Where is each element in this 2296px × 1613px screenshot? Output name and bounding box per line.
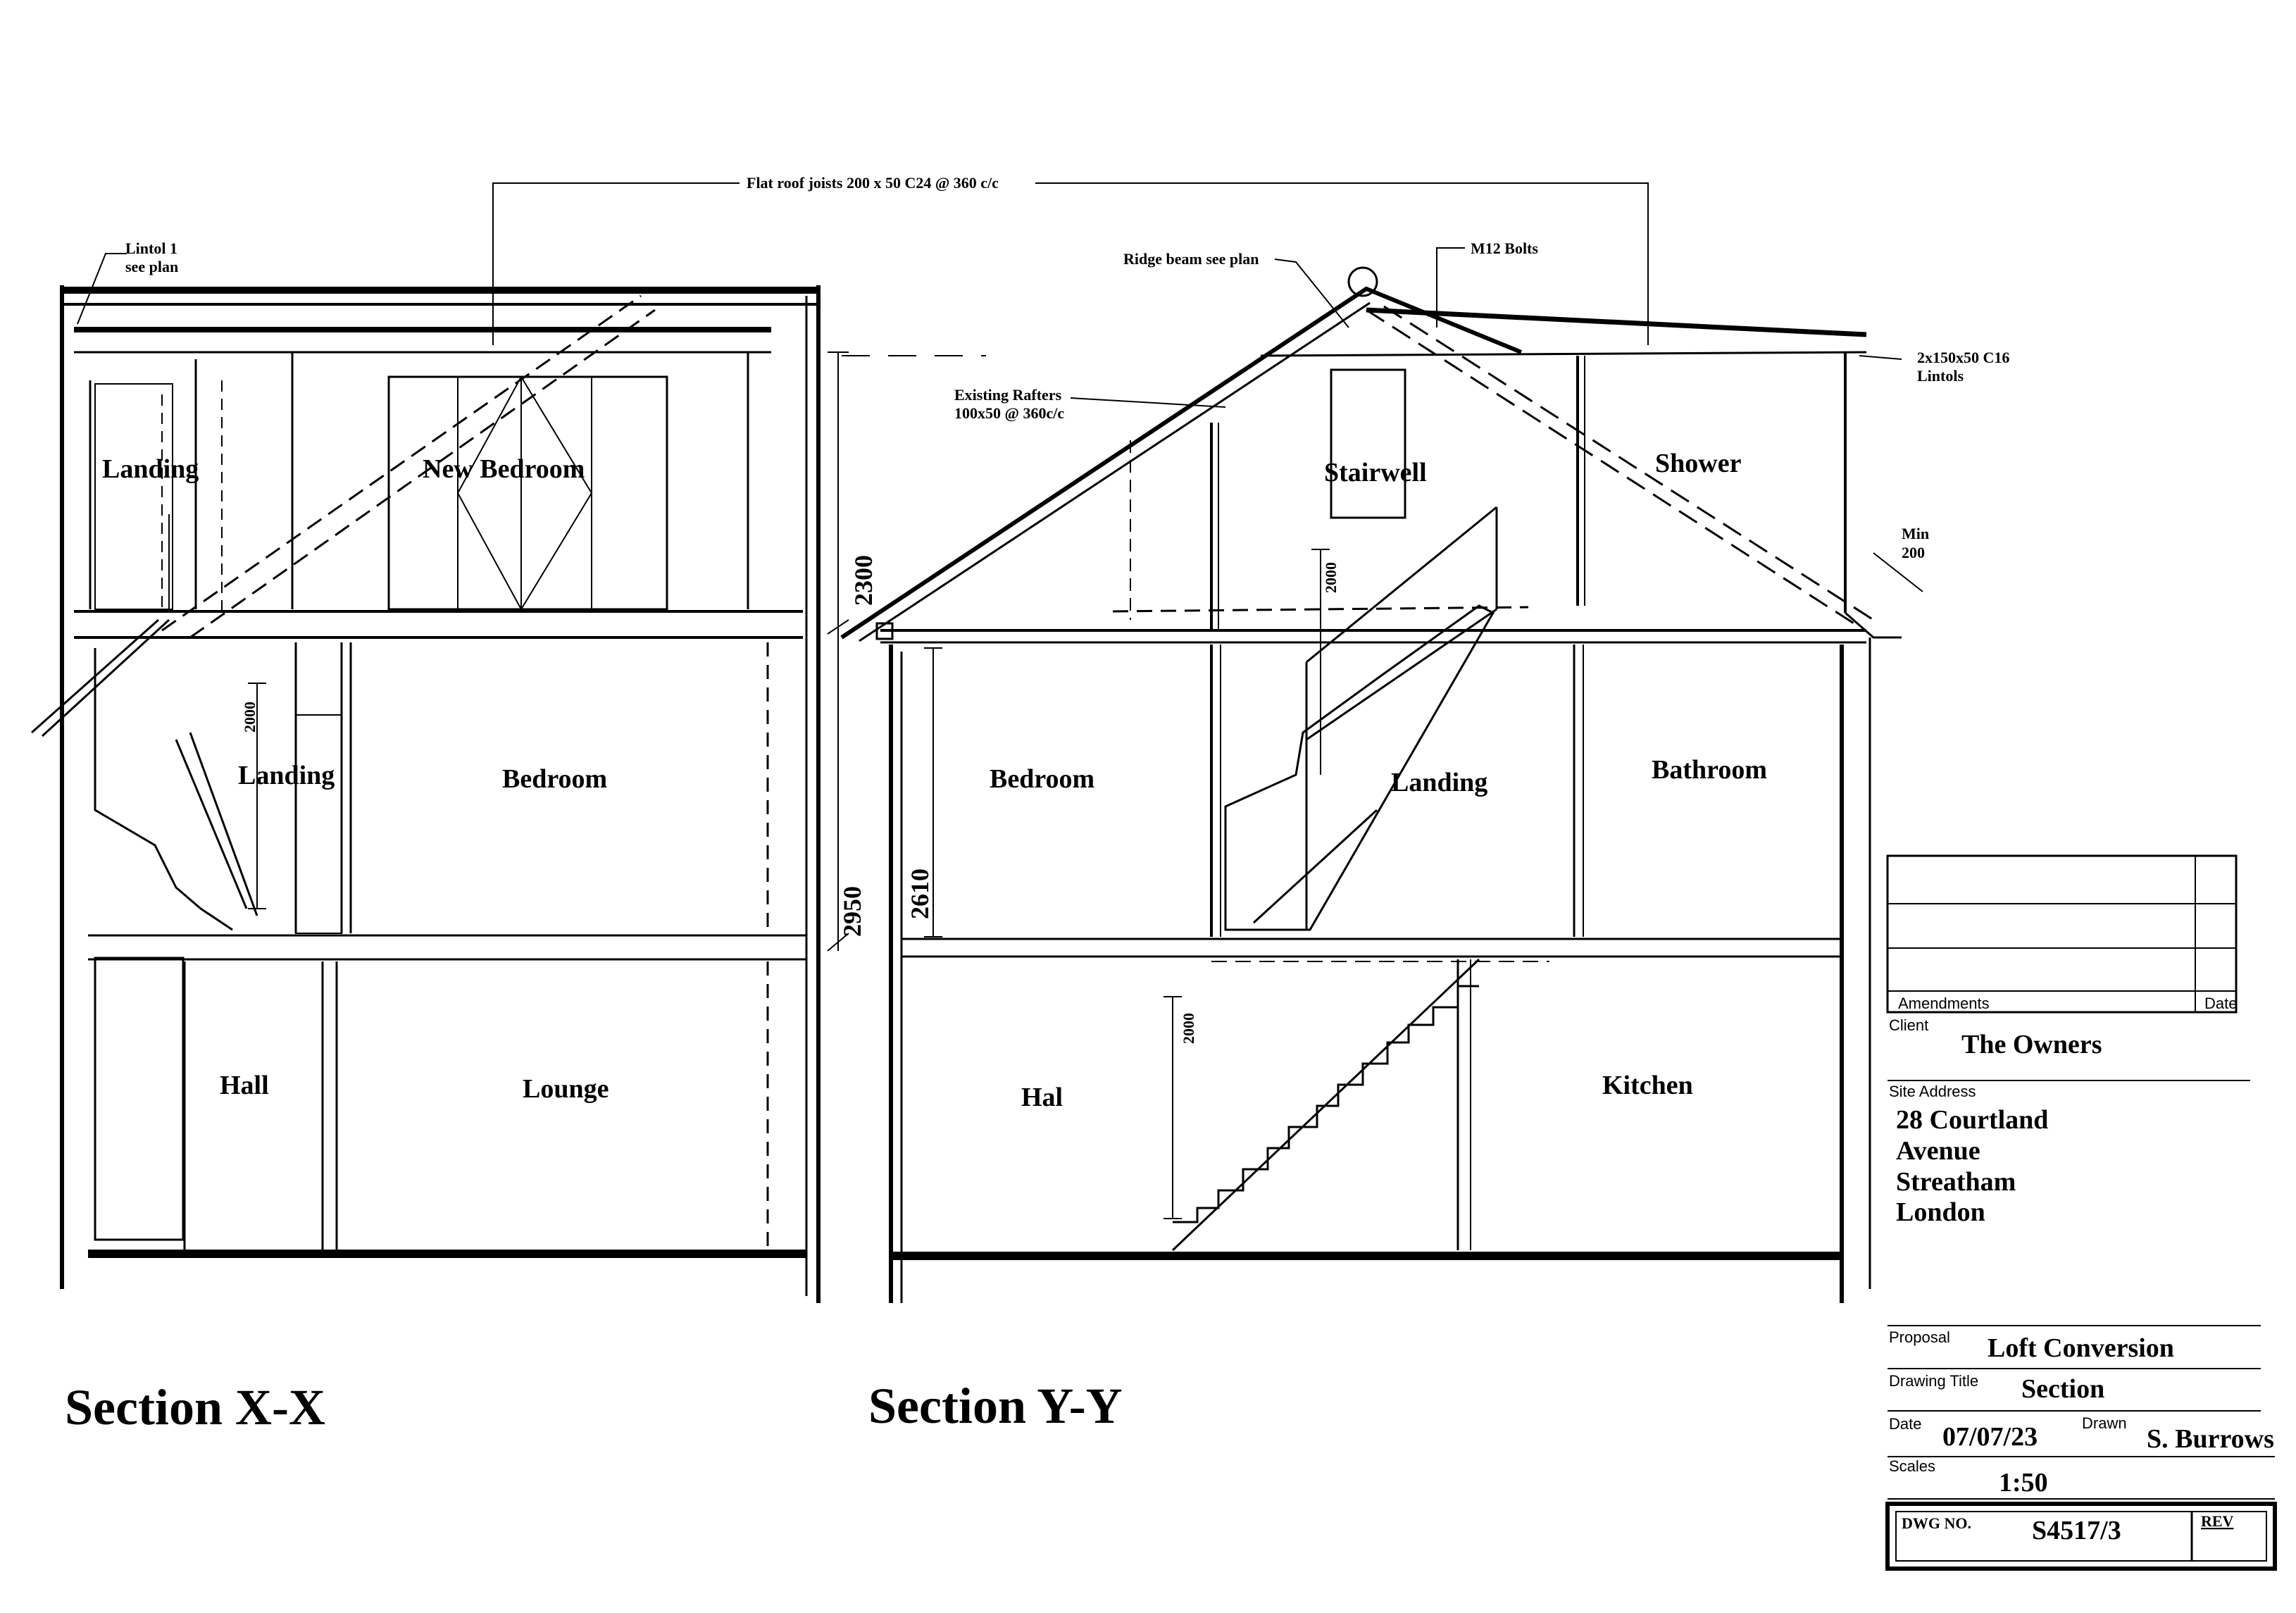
flat-roof-leader: [492, 182, 1649, 345]
dim-loft-height: 2300: [849, 555, 878, 606]
address-line-3: Streatham: [1896, 1167, 2016, 1197]
dim-loft-stair-headroom: 2000: [1322, 562, 1340, 593]
section-x-x: [31, 253, 821, 1303]
note-ridge-beam: Ridge beam see plan: [1123, 250, 1259, 268]
drawn-by-value: S. Burrows: [2147, 1424, 2274, 1454]
address-line-1: 28 Courtland: [1896, 1105, 2048, 1135]
title-block-frame: [1885, 854, 2277, 1571]
dim-ground-stair-headroom: 2000: [1180, 1013, 1197, 1044]
dwg-no-value: S4517/3: [2032, 1516, 2121, 1545]
date-value: 07/07/23: [1942, 1422, 2038, 1452]
room-landing-first: Landing: [238, 761, 335, 790]
room-landing-loft: Landing: [102, 454, 199, 484]
note-flat-roof-joists: Flat roof joists 200 x 50 C24 @ 360 c/c: [747, 174, 999, 192]
note-lintols-1: 2x150x50 C16: [1917, 349, 2009, 366]
drawn-label: Drawn: [2082, 1414, 2127, 1432]
section-y-title: Section Y-Y: [868, 1378, 1123, 1434]
amendments-date-label: Date: [2204, 995, 2237, 1012]
room-bathroom: Bathroom: [1652, 755, 1767, 785]
room-landing-y: Landing: [1391, 768, 1487, 797]
room-stairwell: Stairwell: [1324, 458, 1427, 487]
room-hall: Hall: [220, 1071, 269, 1100]
dim-x-stair-headroom: 2000: [241, 702, 258, 733]
note-rafters-2: 100x50 @ 360c/c: [954, 404, 1064, 422]
scales-label: Scales: [1889, 1457, 1935, 1475]
amendments-label: Amendments: [1898, 995, 1990, 1012]
note-min-2: 200: [1902, 544, 1925, 561]
note-lintol-2: see plan: [125, 258, 178, 275]
client-label: Client: [1889, 1016, 1928, 1034]
room-kitchen: Kitchen: [1602, 1071, 1693, 1100]
section-y-y: [827, 247, 1923, 1303]
dim-bedroom-height: 2610: [906, 868, 934, 919]
note-m12-bolts: M12 Bolts: [1471, 239, 1538, 257]
room-hal: Hal: [1021, 1083, 1063, 1112]
note-rafters-1: Existing Rafters: [954, 386, 1062, 404]
address-line-2: Avenue: [1896, 1136, 1980, 1166]
proposal-label: Proposal: [1889, 1328, 1950, 1346]
scale-value: 1:50: [1999, 1468, 2048, 1497]
note-lintols-2: Lintols: [1917, 367, 1964, 385]
section-x-title: Section X-X: [65, 1379, 325, 1435]
date-field-label: Date: [1889, 1415, 1921, 1433]
site-address-label: Site Address: [1889, 1083, 1976, 1100]
rev-label: REV: [2201, 1512, 2234, 1530]
room-bedroom-y: Bedroom: [990, 764, 1094, 794]
address-line-4: London: [1896, 1197, 1985, 1227]
note-lintol-1: Lintol 1: [125, 239, 177, 257]
client-value: The Owners: [1961, 1030, 2102, 1059]
drawing-title-value: Section: [2021, 1374, 2104, 1404]
note-min-1: Min: [1902, 525, 1929, 542]
room-lounge: Lounge: [523, 1074, 609, 1104]
room-shower: Shower: [1655, 449, 1742, 478]
proposal-value: Loft Conversion: [1988, 1333, 2174, 1363]
room-new-bedroom: New Bedroom: [423, 454, 585, 484]
dwg-no-label: DWG NO.: [1902, 1514, 1971, 1532]
drawing-title-label: Drawing Title: [1889, 1372, 1978, 1390]
room-bedroom-x: Bedroom: [502, 764, 607, 794]
dim-first-height: 2950: [838, 886, 866, 937]
